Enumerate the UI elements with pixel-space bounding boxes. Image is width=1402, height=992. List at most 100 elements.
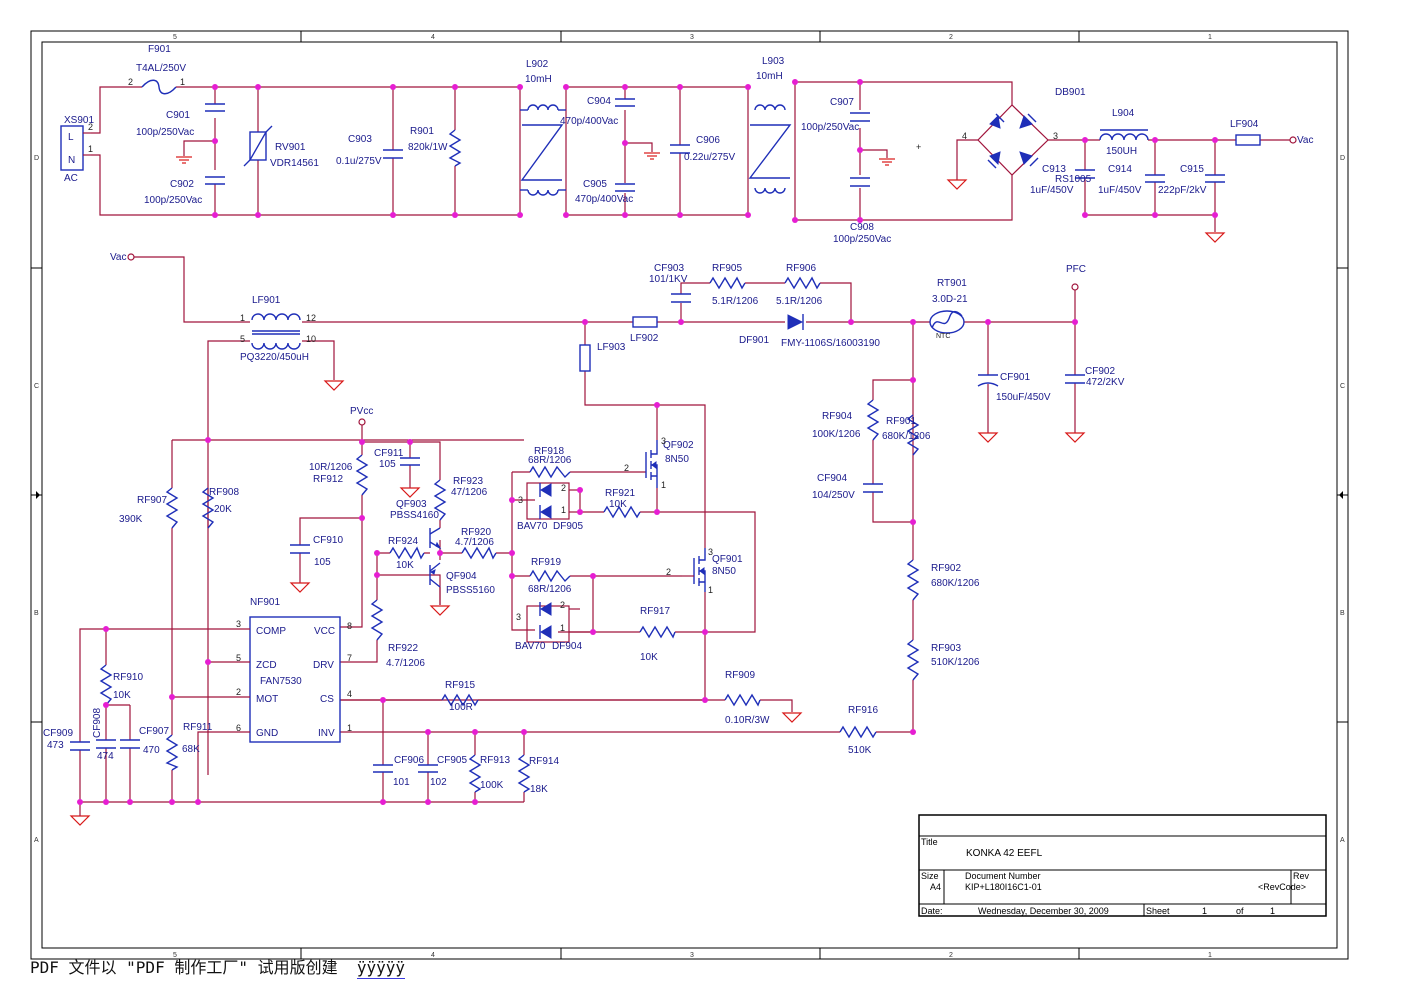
ground-icon bbox=[400, 487, 420, 498]
col-label-5: 5 bbox=[173, 34, 177, 41]
cf909-capacitor bbox=[70, 741, 90, 751]
qf902-value: 8N50 bbox=[665, 454, 689, 465]
f901-value: T4AL/250V bbox=[136, 63, 186, 74]
df905-dual-diode bbox=[526, 482, 580, 520]
col-label-3-bottom: 3 bbox=[690, 952, 694, 959]
svg-text:3: 3 bbox=[661, 436, 666, 446]
svg-text:1: 1 bbox=[560, 623, 565, 633]
cf905-capacitor bbox=[418, 764, 438, 773]
rf915-ref: RF915 bbox=[445, 680, 475, 691]
rf922-resistor bbox=[370, 599, 384, 641]
rf906-resistor bbox=[784, 276, 821, 290]
cf908-value: 474 bbox=[97, 751, 114, 762]
c908-ref: C908 bbox=[850, 222, 874, 233]
cf911-capacitor bbox=[400, 457, 420, 466]
lf901-value: PQ3220/450uH bbox=[240, 352, 309, 363]
pin-cs: CS bbox=[320, 694, 334, 705]
size-label: Size bbox=[921, 871, 939, 881]
c903-ref: C903 bbox=[348, 134, 372, 145]
svg-text:1: 1 bbox=[661, 480, 666, 490]
svg-text:3: 3 bbox=[518, 495, 523, 505]
rf907-ref: RF907 bbox=[137, 495, 167, 506]
cf902-ref: CF902 bbox=[1085, 366, 1115, 377]
rf915-resistor bbox=[441, 693, 479, 707]
of-label: of bbox=[1236, 906, 1244, 916]
col-label-5-bottom: 5 bbox=[173, 952, 177, 959]
rf918-resistor bbox=[529, 465, 571, 479]
row-label-b: B bbox=[34, 610, 39, 617]
pin-mot: MOT bbox=[256, 694, 278, 705]
cf908-ref: CF908 bbox=[92, 708, 103, 738]
watermark-link[interactable]: ÿÿÿÿÿ bbox=[356, 958, 406, 979]
xs901-connector bbox=[60, 125, 84, 171]
df905-ref: DF905 bbox=[553, 521, 583, 532]
l903-common-mode-choke bbox=[747, 82, 796, 220]
cf903-capacitor bbox=[671, 293, 691, 303]
df904-ref: DF904 bbox=[552, 641, 582, 652]
db901-bridge-rectifier bbox=[977, 104, 1049, 176]
xs901-n: N bbox=[68, 155, 75, 166]
pin-number-8: 8 bbox=[347, 621, 352, 631]
ground-icon bbox=[290, 582, 310, 593]
r901-resistor bbox=[448, 129, 462, 167]
df901-boost-diode bbox=[787, 314, 804, 330]
svg-text:1: 1 bbox=[180, 77, 185, 87]
db901-ref: DB901 bbox=[1055, 87, 1086, 98]
rv901-value: VDR14561 bbox=[270, 158, 319, 169]
cf903-ref: CF903 bbox=[654, 263, 684, 274]
rf923-value: 47/1206 bbox=[451, 487, 488, 498]
cf910-capacitor bbox=[290, 544, 310, 554]
f901-ref: F901 bbox=[148, 44, 171, 55]
doc-number-value: KIP+L180I16C1-01 bbox=[965, 882, 1042, 892]
cf907-capacitor bbox=[120, 739, 140, 749]
rf911-ref: RF911 bbox=[183, 722, 213, 733]
rf906-ref: RF906 bbox=[786, 263, 816, 274]
c905-capacitor bbox=[615, 183, 635, 192]
pin-drv: DRV bbox=[313, 660, 334, 671]
c915-ref: C915 bbox=[1180, 164, 1204, 175]
c907-capacitor bbox=[850, 112, 870, 122]
cf908-capacitor bbox=[96, 739, 116, 749]
qf902-mosfet bbox=[645, 440, 658, 488]
rf903-resistor bbox=[906, 639, 920, 681]
col-label-2: 2 bbox=[949, 34, 953, 41]
rt901-ref: RT901 bbox=[937, 278, 967, 289]
ground-icon bbox=[643, 152, 661, 160]
rf909-resistor bbox=[724, 693, 761, 707]
rf920-resistor bbox=[461, 546, 497, 560]
c903-value: 0.1u/275V bbox=[336, 156, 382, 167]
c913-capacitor bbox=[1075, 169, 1095, 179]
cf909-value: 473 bbox=[47, 740, 64, 751]
df901-value: FMY-1106S/16003190 bbox=[781, 338, 880, 349]
l904-value: 150UH bbox=[1106, 146, 1137, 157]
cf901-capacitor bbox=[977, 374, 999, 387]
c915-capacitor bbox=[1205, 174, 1225, 183]
rf904-resistor bbox=[866, 399, 880, 441]
col-label-1: 1 bbox=[1208, 34, 1212, 41]
col-label-4: 4 bbox=[431, 34, 435, 41]
l904-ref: L904 bbox=[1112, 108, 1135, 119]
rf907-value: 390K bbox=[119, 514, 143, 525]
sheet-label: Sheet bbox=[1146, 906, 1170, 916]
cf905-value: 102 bbox=[430, 777, 447, 788]
rf906-value: 5.1R/1206 bbox=[776, 296, 823, 307]
c901-capacitor bbox=[205, 103, 225, 112]
rf916-value: 510K bbox=[848, 745, 872, 756]
c914-capacitor bbox=[1145, 174, 1165, 183]
cf907-value: 470 bbox=[143, 745, 160, 756]
rf916-resistor bbox=[839, 725, 877, 739]
qf902-ref: QF902 bbox=[663, 440, 694, 451]
rf907-resistor bbox=[165, 487, 179, 529]
lf904-ref: LF904 bbox=[1230, 119, 1259, 130]
lf901-ref: LF901 bbox=[252, 295, 281, 306]
lf902-ref: LF902 bbox=[630, 333, 659, 344]
rf902-ref: RF902 bbox=[931, 563, 961, 574]
ground-icon bbox=[978, 432, 998, 443]
qf901-value: 8N50 bbox=[712, 566, 736, 577]
svg-text:1: 1 bbox=[561, 505, 566, 515]
svg-text:1: 1 bbox=[708, 585, 713, 595]
rf922-value: 4.7/1206 bbox=[386, 658, 425, 669]
lf903-ferrite bbox=[579, 344, 591, 372]
cf910-ref: CF910 bbox=[313, 535, 343, 546]
c904-capacitor bbox=[615, 98, 635, 107]
